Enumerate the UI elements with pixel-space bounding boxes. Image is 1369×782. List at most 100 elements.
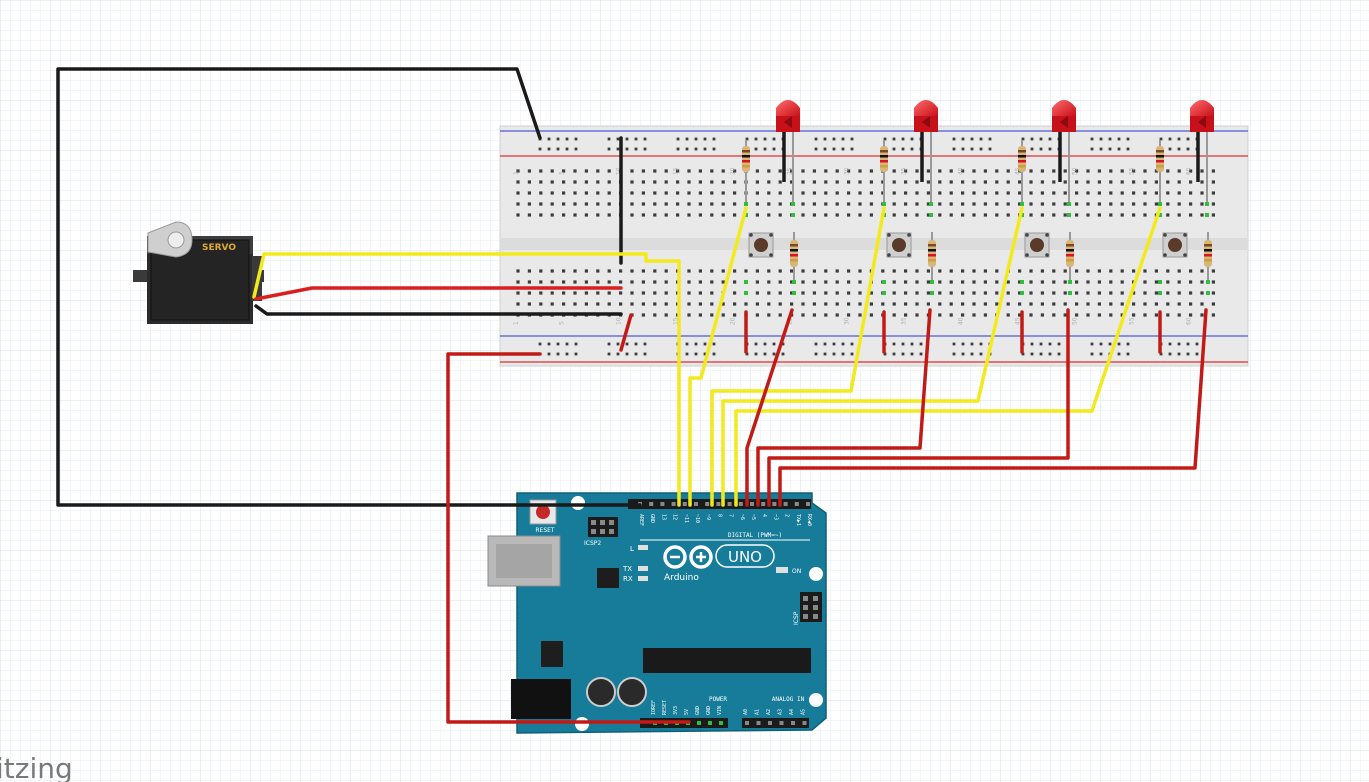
red-led[interactable] — [914, 100, 938, 204]
resistor[interactable] — [1156, 140, 1164, 204]
column-number: 60 — [1186, 317, 1193, 325]
capacitor — [586, 677, 616, 707]
wire-red-led-3[interactable] — [767, 308, 1070, 507]
wire-yellow-button-3[interactable] — [721, 206, 1024, 507]
digital-pin-label: ~3 — [772, 514, 778, 520]
wire-yellow-servo-signal[interactable] — [252, 252, 681, 507]
wire-black-servo-gnd[interactable] — [254, 304, 623, 316]
wire-yellow-button-2[interactable] — [710, 206, 886, 507]
column-number: 5 — [559, 321, 566, 325]
column-number: 20 — [730, 167, 737, 175]
digital-pin-label: 8 — [716, 514, 722, 517]
resistor[interactable] — [1066, 232, 1074, 282]
column-number: 55 — [1129, 317, 1136, 325]
column-number: 35 — [901, 167, 908, 175]
column-number: 10 — [616, 317, 623, 325]
wire-red-5v[interactable] — [446, 352, 691, 724]
wire-yellow-button-1[interactable] — [688, 206, 748, 507]
resistor[interactable] — [742, 140, 750, 204]
arduino-brand: Arduino — [664, 573, 699, 583]
power-pin-label: IOREF — [651, 700, 657, 715]
tx-led — [638, 566, 648, 571]
wire-yellow-button-4[interactable] — [734, 206, 1162, 507]
red-led[interactable] — [1190, 100, 1214, 204]
column-number: 25 — [787, 167, 794, 175]
power-pin-label: GND — [695, 706, 701, 715]
servo-motor[interactable]: SERVO — [133, 221, 264, 324]
push-button[interactable] — [748, 232, 774, 258]
digital-pin-label: ~6 — [739, 514, 745, 520]
resistor[interactable] — [790, 232, 798, 282]
resistor[interactable] — [1204, 232, 1212, 282]
column-number: 1 — [513, 171, 520, 175]
digital-pin-label: ~10 — [694, 514, 700, 523]
column-number: 40 — [958, 167, 965, 175]
l-label: L — [630, 545, 634, 553]
digital-pin-label: 12 — [672, 514, 678, 520]
fritzing-watermark: itzing — [0, 752, 73, 782]
digital-pin-label: TX▶1 — [795, 514, 801, 526]
resistor[interactable] — [880, 140, 888, 204]
column-number: 45 — [1015, 317, 1022, 325]
column-number: 30 — [844, 167, 851, 175]
rx-led — [638, 576, 648, 581]
red-led[interactable] — [1052, 100, 1076, 204]
push-button[interactable] — [886, 232, 912, 258]
servo-horn — [147, 221, 193, 258]
voltage-regulator — [541, 641, 563, 667]
column-number: 50 — [1072, 167, 1079, 175]
arduino-uno-board[interactable]: RESET ICSP2 L TX RX UNO Arduino — [487, 492, 827, 734]
analog-pin-label: A4 — [789, 709, 795, 715]
usb-inner — [496, 544, 552, 578]
column-number: 30 — [844, 317, 851, 325]
column-number: 1 — [513, 321, 520, 325]
led-button-cluster — [1018, 100, 1076, 354]
power-pin-label: GND — [706, 706, 712, 715]
digital-pin-label: 4 — [761, 514, 767, 517]
wire-red-led-2[interactable] — [756, 308, 932, 507]
column-number: 5 — [559, 171, 566, 175]
column-number: 45 — [1015, 167, 1022, 175]
atmega-chip — [643, 648, 811, 673]
wire-red-servo-power[interactable] — [254, 286, 623, 301]
digital-pin-label: 2 — [784, 514, 790, 517]
led-button-cluster — [880, 100, 938, 354]
power-pin-label: 3V3 — [673, 706, 679, 715]
push-button[interactable] — [1162, 232, 1188, 258]
arduino-logo-icon — [663, 544, 775, 569]
reset-label: RESET — [535, 527, 555, 534]
icsp-label: ICSP — [793, 611, 800, 625]
digital-pin-label: RX◀0 — [806, 514, 812, 526]
tx-label: TX — [622, 565, 632, 573]
on-led — [776, 567, 788, 573]
analog-header — [742, 718, 809, 728]
column-number: 20 — [730, 317, 737, 325]
icsp-header — [800, 592, 822, 622]
analog-pin-label: A2 — [766, 709, 772, 715]
resistor[interactable] — [1018, 140, 1026, 204]
wire-red-led-1[interactable] — [745, 308, 794, 507]
red-led[interactable] — [776, 100, 800, 204]
l-led — [638, 545, 648, 550]
wire-red-rail-jumper-1[interactable] — [619, 313, 633, 352]
column-number: 50 — [1072, 317, 1079, 325]
breadboard[interactable]: 1155101015152020252530303535404045455050… — [499, 125, 1249, 367]
push-button[interactable] — [1024, 232, 1050, 258]
resistor[interactable] — [928, 232, 936, 282]
usb-chip — [597, 568, 619, 588]
wire-red-led-4[interactable] — [778, 308, 1208, 507]
digital-label: DIGITAL (PWM=~) — [728, 532, 782, 539]
column-number: 40 — [958, 317, 965, 325]
analog-pin-label: A5 — [801, 709, 807, 715]
digital-pin-label: GND — [649, 514, 655, 523]
mounting-hole — [571, 496, 585, 510]
digital-pin-label: AREF — [638, 514, 644, 526]
power-label: POWER — [709, 696, 727, 703]
mounting-hole — [809, 693, 823, 707]
digital-pin-label: 7 — [728, 514, 734, 517]
wire-black-gnd-loop[interactable] — [56, 67, 642, 507]
analog-label: ANALOG IN — [772, 696, 805, 703]
led-button-cluster — [742, 100, 800, 354]
